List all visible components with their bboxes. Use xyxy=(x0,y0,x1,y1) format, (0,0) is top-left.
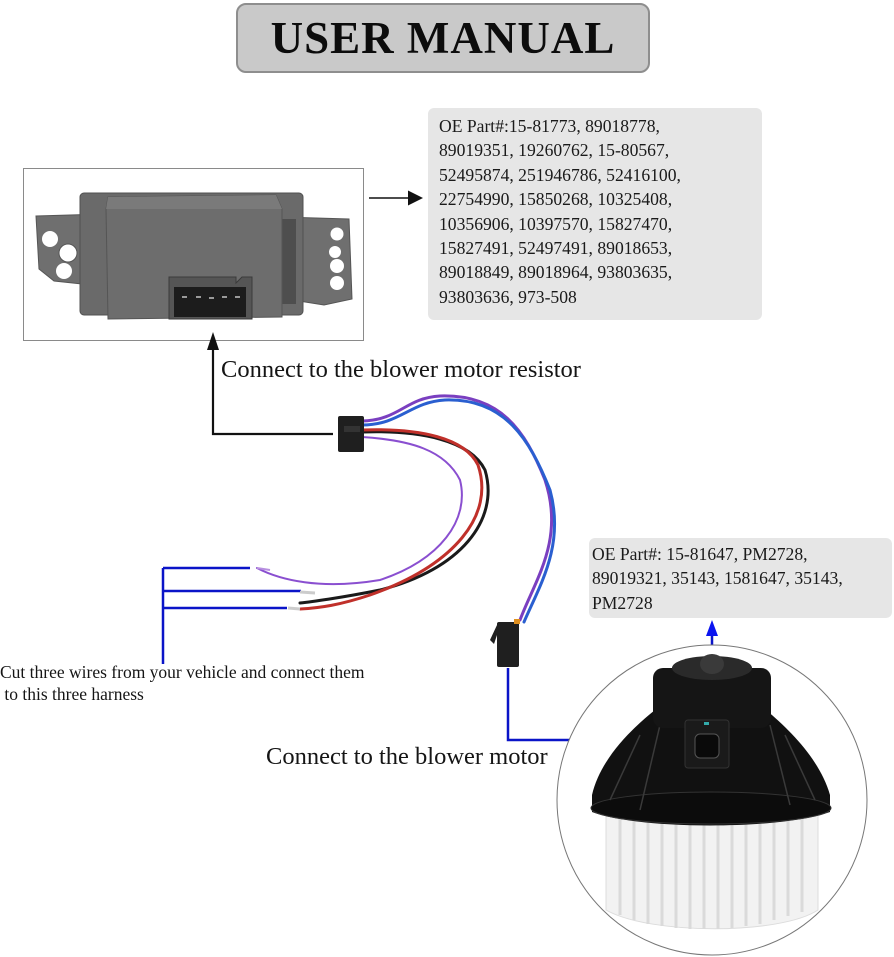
part-number-line: 15827491, 52497491, 89018653, xyxy=(439,238,673,259)
part-number-line: OE Part#: 15-81647, PM2728, xyxy=(592,544,808,564)
part-number-line: PM2728 xyxy=(592,592,653,613)
blower-motor-resistor-image xyxy=(23,168,364,341)
part-number-line: 52495874, 251946786, 52416100, xyxy=(439,164,681,185)
connect-resistor-label: Connect to the blower motor resistor xyxy=(221,356,581,383)
wire-red xyxy=(298,428,484,611)
stripped-end xyxy=(299,590,316,595)
blower-motor-illustration xyxy=(590,654,832,930)
cut-wires-bracket xyxy=(161,566,301,664)
resistor-illustration xyxy=(35,192,353,320)
part-number-line: 89019351, 19260762, 15-80567, xyxy=(439,140,670,161)
harness-connector-motor xyxy=(490,619,520,667)
stripped-end xyxy=(256,567,271,571)
arrow-up-icon xyxy=(207,332,219,350)
wire-black xyxy=(298,430,490,605)
wire-purple-lower xyxy=(256,436,463,586)
connector-socket xyxy=(174,287,246,317)
resistor-part-numbers: OE Part#:15-81773, 89018778, 89019351, 1… xyxy=(428,108,762,320)
part-number-line: 89018849, 89018964, 93803635, xyxy=(439,262,673,283)
connect-motor-label: Connect to the blower motor xyxy=(266,743,548,770)
part-number-line: 22754990, 15850268, 10325408, xyxy=(439,189,673,210)
cut-wires-line: to this three harness xyxy=(0,684,144,704)
harness-connector-resistor xyxy=(338,416,364,452)
wire-blue xyxy=(360,398,557,624)
cut-wires-instruction: Cut three wires from your vehicle and co… xyxy=(0,661,364,705)
arrow-up-blue-icon xyxy=(706,620,718,636)
mount-hole xyxy=(330,259,344,273)
mount-hole xyxy=(330,227,344,241)
title-banner: USER MANUAL xyxy=(236,3,650,73)
part-number-line: 10356906, 10397570, 15827470, xyxy=(439,213,673,234)
part-number-line: 93803636, 973-508 xyxy=(439,286,577,307)
stripped-end xyxy=(287,606,301,611)
mount-hole xyxy=(42,231,58,247)
mount-hole xyxy=(330,276,344,290)
arrow-connector-to-resistor-line xyxy=(211,340,333,436)
mount-hole xyxy=(56,263,72,279)
cut-wires-line: Cut three wires from your vehicle and co… xyxy=(0,662,365,682)
wire-harness xyxy=(256,394,557,624)
motor-part-numbers: OE Part#: 15-81647, PM2728, 89019321, 35… xyxy=(589,538,892,618)
mount-hole xyxy=(58,243,78,263)
part-number-line: OE Part#:15-81773, 89018778, xyxy=(439,116,660,136)
housing-top-edge xyxy=(106,195,282,209)
mount-hole xyxy=(329,246,341,258)
page-title: USER MANUAL xyxy=(270,13,616,63)
part-number-line: 89019321, 35143, 1581647, 35143, xyxy=(592,568,843,589)
